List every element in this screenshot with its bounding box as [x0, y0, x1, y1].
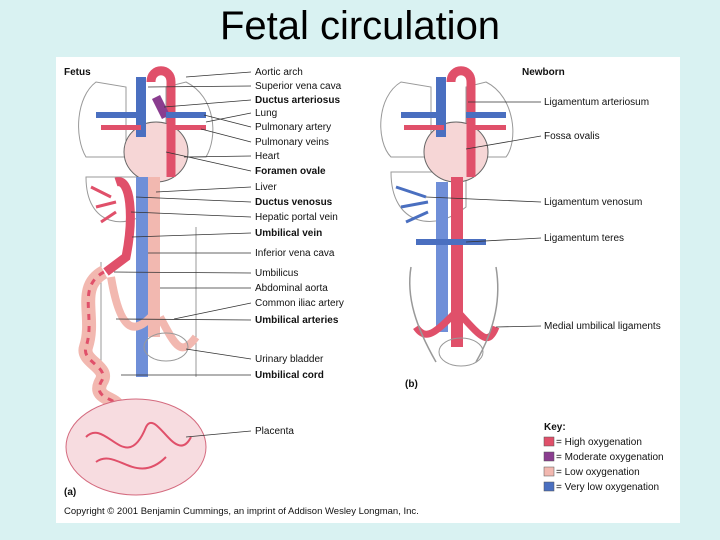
circulation-diagram: Fetus Newborn (a) (b) — [64, 66, 664, 517]
newborn-heart — [423, 121, 489, 183]
fetus-illustration — [65, 66, 214, 496]
fetus-leaders — [113, 71, 252, 438]
fetus-abdominal-aorta — [148, 177, 160, 337]
label-urinary-bladder: Urinary bladder — [255, 354, 324, 365]
fetus-pulmonary-vein-right — [171, 125, 206, 130]
key-swatch-low — [543, 466, 555, 477]
label-hepatic-portal-vein: Hepatic portal vein — [255, 212, 338, 223]
key-swatch-high — [543, 436, 555, 447]
fetus-umbilical-vein — [103, 177, 135, 276]
newborn-svc — [436, 77, 446, 137]
newborn-medial-ligaments — [408, 266, 499, 363]
newborn-labels: Ligamentum arteriosum Fossa ovalis Ligam… — [544, 97, 661, 332]
key-label-low: = Low oxygenation — [556, 467, 640, 478]
newborn-renal-veins — [416, 239, 486, 245]
label-umbilicus: Umbilicus — [255, 268, 298, 279]
label-umbilical-arteries: Umbilical arteries — [255, 315, 339, 326]
fetus-cord-stripe — [84, 270, 120, 413]
color-key: Key: = High oxygenation = Moderate oxyge… — [543, 422, 664, 493]
fetus-umbilical-artery-right — [156, 315, 200, 352]
label-ligamentum-arteriosum: Ligamentum arteriosum — [544, 97, 649, 108]
diagram-panel: Fetus Newborn (a) (b) — [56, 57, 680, 523]
newborn-lung-left — [380, 81, 432, 158]
label-fossa-ovalis: Fossa ovalis — [544, 131, 600, 142]
fetus-pulmonary-vein-left — [101, 125, 141, 130]
label-medial-umbilical-ligaments: Medial umbilical ligaments — [544, 321, 661, 332]
newborn-liver-vessels — [395, 185, 429, 224]
newborn-pulmonary-artery-right — [466, 112, 506, 118]
fetus-aortic-arch — [146, 66, 176, 177]
label-heart: Heart — [255, 151, 280, 162]
fetus-pulmonary-artery-right — [166, 112, 206, 118]
newborn-iliac-arteries — [413, 309, 500, 342]
placenta — [65, 398, 207, 496]
placenta-vessels — [85, 422, 192, 470]
newborn-pulmonary-vein-left — [404, 125, 444, 130]
fetus-heart — [123, 121, 189, 183]
newborn-aorta — [451, 177, 463, 347]
key-label-very-low: = Very low oxygenation — [556, 482, 659, 493]
label-superior-vena-cava: Superior vena cava — [255, 81, 342, 92]
label-ligamentum-teres: Ligamentum teres — [544, 233, 624, 244]
fetus-labels: Aortic arch Superior vena cava Ductus ar… — [255, 67, 344, 437]
newborn-ivc — [436, 182, 448, 332]
fetus-pulmonary-artery-left — [96, 112, 146, 118]
label-umbilical-cord: Umbilical cord — [255, 370, 324, 381]
label-inferior-vena-cava: Inferior vena cava — [255, 248, 335, 259]
panel-b-label: (b) — [405, 379, 418, 390]
label-pulmonary-veins: Pulmonary veins — [255, 137, 329, 148]
slide-title: Fetal circulation — [219, 4, 501, 48]
label-pulmonary-artery: Pulmonary artery — [255, 122, 331, 133]
newborn-liver — [390, 171, 467, 222]
key-label-high: = High oxygenation — [556, 437, 642, 448]
copyright-notice: Copyright © 2001 Benjamin Cummings, an i… — [64, 506, 419, 517]
label-placenta: Placenta — [255, 426, 294, 437]
label-foramen-ovale: Foramen ovale — [255, 166, 326, 177]
newborn-leaders — [425, 101, 542, 328]
label-aortic-arch: Aortic arch — [255, 67, 303, 78]
fetus-svc — [136, 77, 146, 137]
label-liver: Liver — [255, 182, 277, 193]
fetus-ivc — [136, 177, 148, 377]
newborn-aortic-arch — [446, 66, 476, 177]
newborn-heading: Newborn — [522, 67, 565, 78]
key-label-moderate: = Moderate oxygenation — [556, 452, 664, 463]
key-swatch-very-low — [543, 481, 555, 492]
label-abdominal-aorta: Abdominal aorta — [255, 283, 328, 294]
key-title: Key: — [544, 422, 566, 433]
label-ductus-arteriosus: Ductus arteriosus — [255, 95, 340, 106]
fetus-umbilical-artery-left — [107, 276, 154, 331]
fetus-ductus-arteriosus — [151, 94, 171, 120]
fetus-bladder — [143, 332, 189, 362]
panel-a-label: (a) — [64, 487, 76, 498]
fetus-lung-left — [78, 81, 127, 158]
label-ductus-venosus: Ductus venosus — [255, 197, 333, 208]
label-ligamentum-venosum: Ligamentum venosum — [544, 197, 642, 208]
fetus-liver-vessels — [90, 185, 117, 224]
key-swatch-moderate — [543, 451, 555, 462]
newborn-pulmonary-vein-right — [471, 125, 506, 130]
fetus-heading: Fetus — [64, 67, 91, 78]
label-umbilical-vein: Umbilical vein — [255, 228, 322, 239]
label-lung: Lung — [255, 108, 277, 119]
newborn-pulmonary-artery-left — [401, 112, 446, 118]
newborn-illustration — [380, 66, 514, 367]
newborn-bladder — [438, 337, 484, 367]
label-common-iliac-artery: Common iliac artery — [255, 298, 344, 309]
